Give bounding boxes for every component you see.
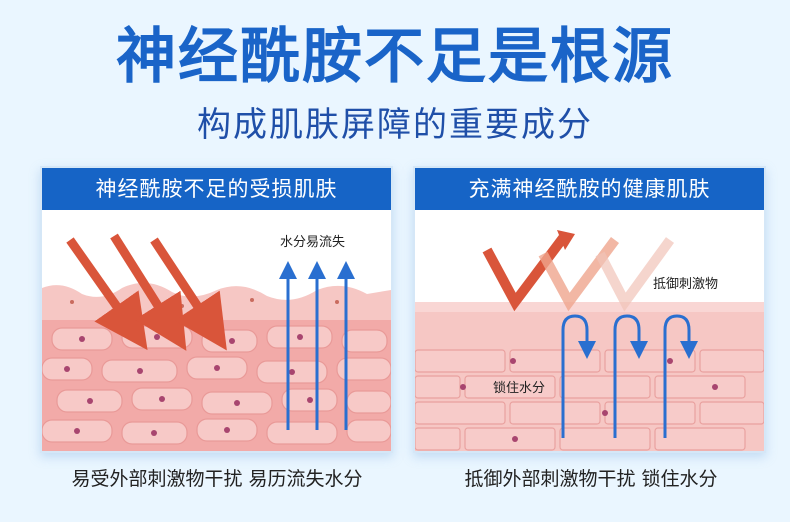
page-subtitle: 构成肌肤屏障的重要成分 bbox=[197, 105, 593, 145]
page-title: 神经酰胺不足是根源 bbox=[116, 22, 674, 92]
water-loss-label: 水分易流失 bbox=[280, 235, 345, 250]
healthy-skin-panel: 充满神经酰胺的健康肌肤 bbox=[413, 166, 766, 453]
damaged-skin-illustration: 水分易流失 bbox=[42, 210, 391, 451]
healthy-skin-header: 充满神经酰胺的健康肌肤 bbox=[415, 168, 764, 210]
healthy-skin-caption: 抵御外部刺激物干扰 锁住水分 bbox=[464, 468, 718, 490]
damaged-skin-caption: 易受外部刺激物干扰 易历流失水分 bbox=[71, 468, 363, 490]
defense-label: 抵御刺激物 bbox=[653, 277, 718, 292]
damaged-skin-header: 神经酰胺不足的受损肌肤 bbox=[42, 168, 391, 210]
healthy-skin-illustration: 抵御刺激物 锁住水分 bbox=[415, 210, 764, 451]
damaged-skin-panel: 神经酰胺不足的受损肌肤 bbox=[40, 166, 393, 453]
lock-moisture-label: 锁住水分 bbox=[493, 380, 545, 396]
